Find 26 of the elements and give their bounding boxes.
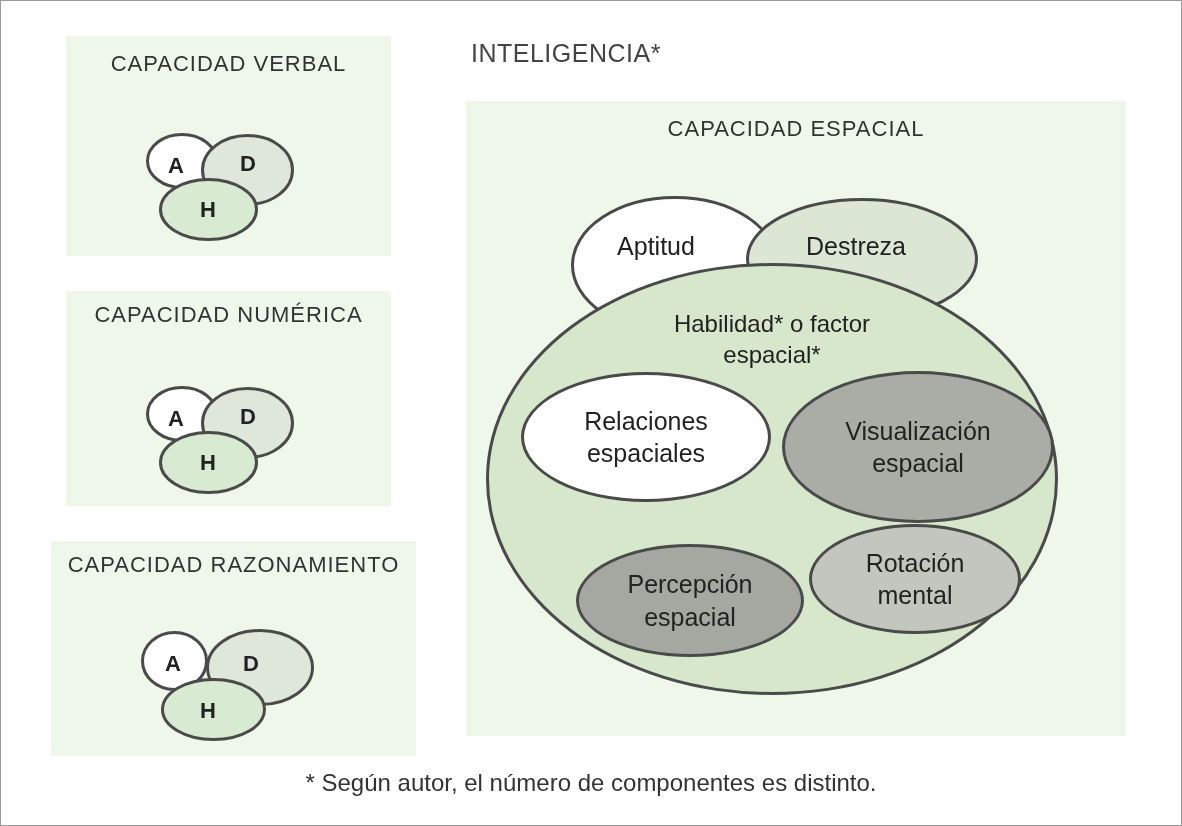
ellipse-label: A: [165, 651, 181, 677]
ellipse-label: A: [168, 406, 184, 432]
ellipse-label: Destreza: [806, 233, 906, 261]
panel-heading: CAPACIDAD ESPACIAL: [666, 115, 926, 143]
panel: [51, 541, 416, 756]
ellipse-label: D: [243, 651, 259, 677]
ellipse-label: Relaciones espaciales: [583, 405, 709, 469]
ellipse-label: Visualización espacial: [844, 415, 992, 479]
panel: [466, 101, 1126, 736]
ellipse-label: D: [240, 404, 256, 430]
panel: [66, 36, 391, 256]
panel-heading: CAPACIDAD VERBAL: [109, 50, 348, 78]
panel-heading: CAPACIDAD NUMÉRICA: [93, 301, 364, 329]
ellipse-label: Habilidad* o factor espacial*: [672, 309, 872, 371]
caption: * Según autor, el número de componentes es distinto.: [304, 769, 878, 797]
ellipse-label: H: [200, 698, 216, 724]
ellipse-label: H: [200, 197, 216, 223]
ellipse-label: H: [200, 450, 216, 476]
ellipse-label: A: [168, 153, 184, 179]
panel: [66, 291, 391, 506]
panel-heading: CAPACIDAD RAZONAMIENTO: [66, 551, 401, 579]
ellipse-label: Percepción espacial: [626, 569, 754, 633]
ellipse-label: Rotación mental: [864, 547, 966, 611]
ellipse-label: Aptitud: [617, 233, 695, 261]
ellipse-label: D: [240, 151, 256, 177]
title: INTELIGENCIA*: [471, 39, 661, 68]
